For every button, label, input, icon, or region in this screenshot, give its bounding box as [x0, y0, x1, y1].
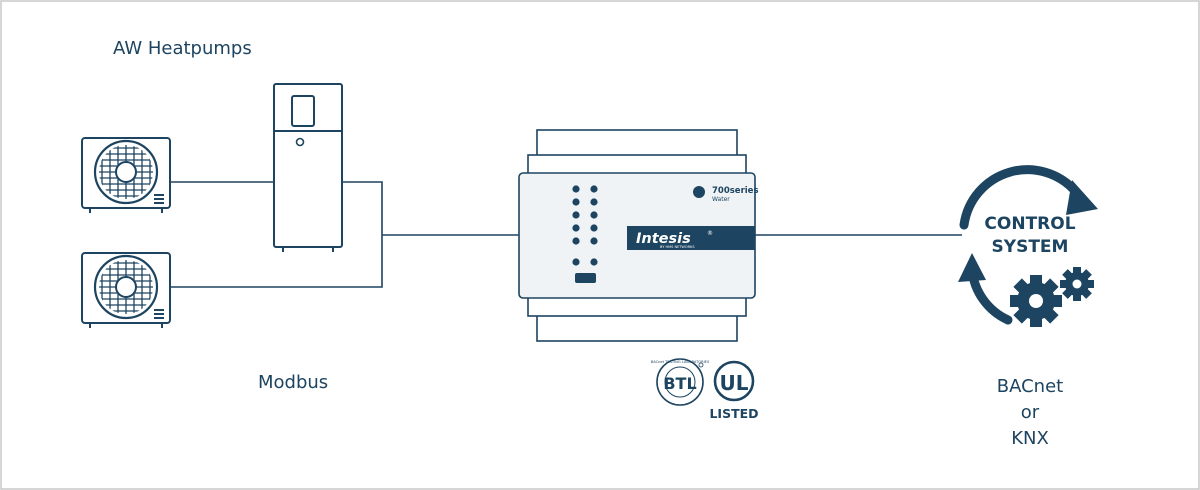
cycle-arrow-top: [959, 165, 1081, 230]
or-label: or: [1020, 402, 1040, 423]
ul-mark: UL: [720, 371, 749, 395]
ul-listed-logo: UL LISTED: [709, 360, 759, 421]
intesis-brand-band: Intesis ® BY HMS NETWORKS: [627, 226, 755, 250]
btl-mark: BTL: [663, 374, 696, 393]
control-system-line1: CONTROL: [984, 214, 1075, 234]
bacnet-label: BACnet: [996, 376, 1064, 397]
gateway-bottom-rail: [536, 313, 738, 342]
outdoor-unit-2: [81, 252, 171, 328]
series-logo: 700series Water: [693, 186, 759, 203]
outdoor-unit-1: [81, 137, 171, 213]
btl-ring-text: BACnet TESTING LABORATORIES: [651, 360, 710, 364]
knx-label: KNX: [1011, 428, 1049, 449]
btl-logo: BTL BACnet TESTING LABORATORIES: [651, 358, 710, 406]
series-text: 700series: [712, 186, 759, 196]
gateway-top-rail: [536, 129, 738, 158]
brand-name: Intesis: [636, 231, 691, 247]
gear-icon-large: [1010, 275, 1062, 327]
indoor-hydro-unit: [273, 83, 343, 252]
gateway-port: [575, 273, 596, 283]
cycle-arrowhead-top: [1066, 180, 1098, 215]
series-icon: [693, 186, 705, 198]
control-system-line2: SYSTEM: [992, 237, 1069, 257]
control-system-icon: CONTROL SYSTEM: [958, 165, 1098, 327]
series-sub-text: Water: [712, 196, 730, 203]
gear-icon-small: [1060, 267, 1094, 301]
gateway-leds: [572, 185, 598, 283]
ul-listed-text: LISTED: [709, 406, 758, 421]
cycle-arrowhead-bottom: [958, 253, 986, 282]
heatpumps-label: AW Heatpumps: [113, 38, 252, 59]
brand-subtitle: BY HMS NETWORKS: [660, 245, 695, 249]
brand-registered-mark: ®: [707, 230, 713, 237]
connection-lines: [170, 181, 962, 288]
modbus-label: Modbus: [258, 372, 329, 393]
